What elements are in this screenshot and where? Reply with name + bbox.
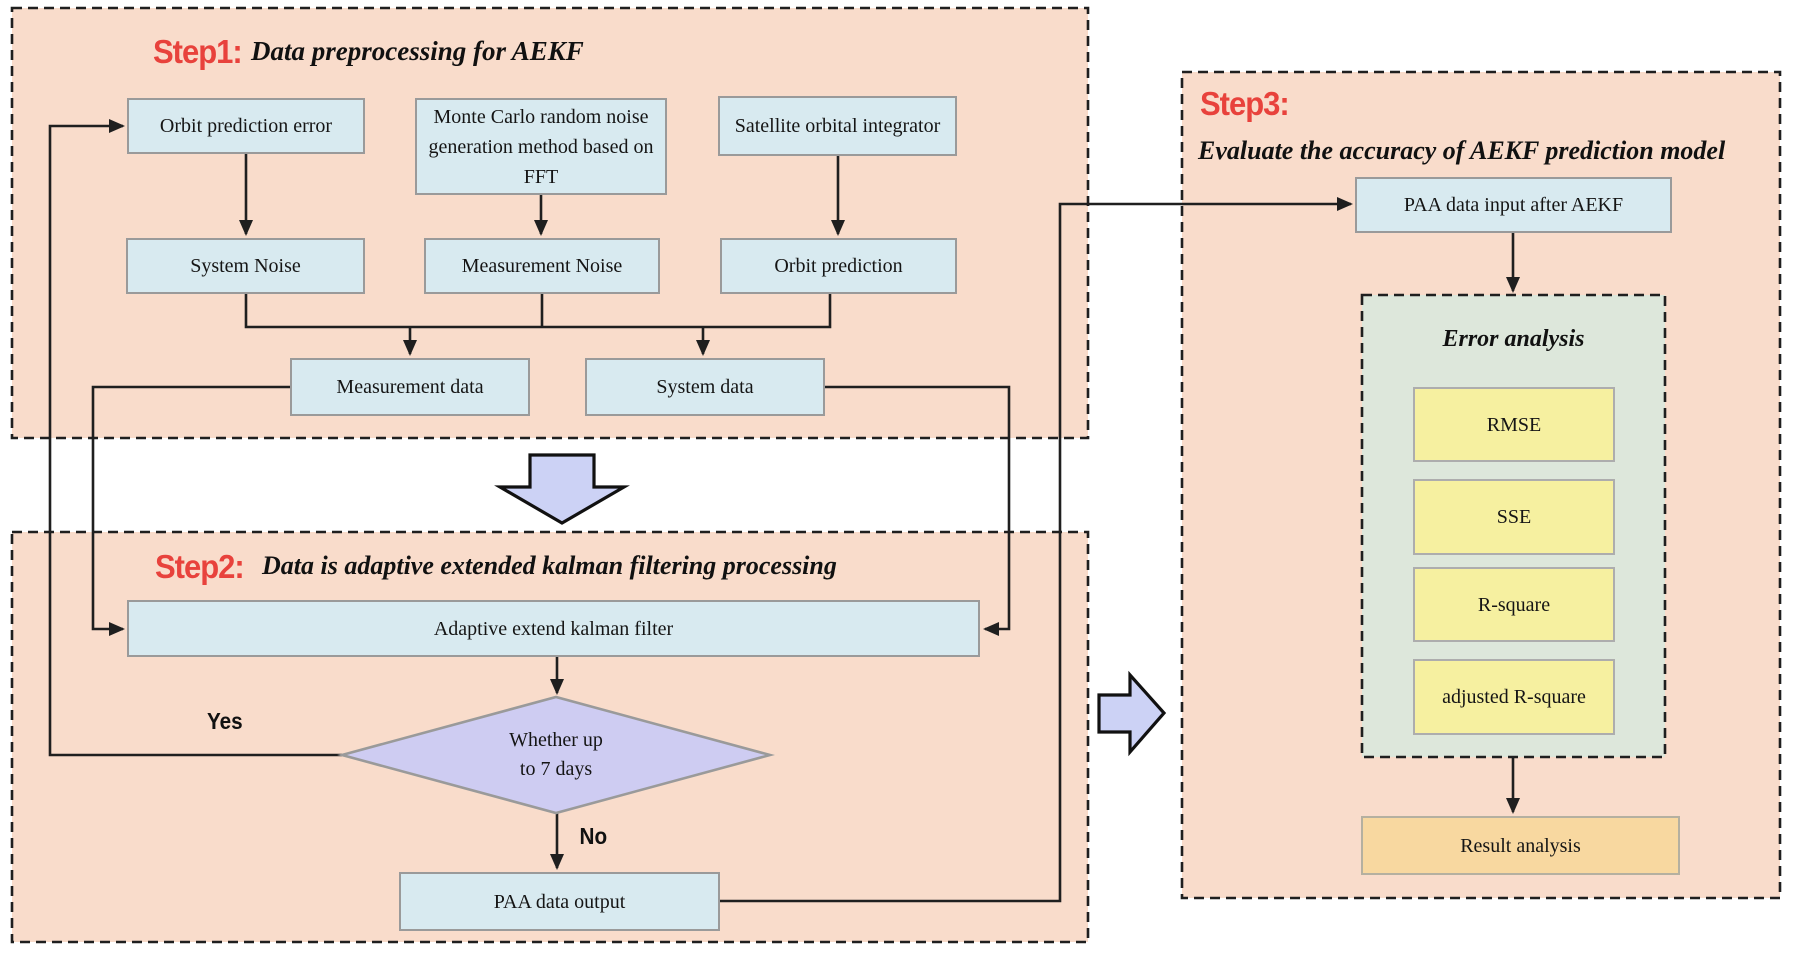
decision-diamond xyxy=(337,695,775,815)
decision-line2: to 7 days xyxy=(519,758,593,780)
edge-measurement-data-to-aekf xyxy=(91,385,290,636)
metric-rmse: RMSE xyxy=(1413,387,1615,462)
metric-sse: SSE xyxy=(1413,479,1615,555)
big-right-arrow xyxy=(1097,670,1167,757)
step2-label: Step2: xyxy=(155,548,245,586)
no-branch-label: No xyxy=(579,823,608,849)
big-down-arrow xyxy=(494,453,630,525)
step3-label: Step3: xyxy=(1200,85,1290,123)
step1-border xyxy=(10,6,1090,440)
step2-title: Data is adaptive extended kalman filteri… xyxy=(262,551,837,580)
edge-decision-yes-feedback xyxy=(48,119,342,757)
node-system-data: System data xyxy=(585,358,825,416)
node-adaptive-extend-kalman-filter: Adaptive extend kalman filter xyxy=(127,600,980,657)
node-orbit-prediction-error: Orbit prediction error xyxy=(127,98,365,154)
decision-label: Whether up to 7 days xyxy=(436,726,676,784)
node-satellite-orbital-integrator: Satellite orbital integrator xyxy=(718,96,957,156)
error-analysis-title: Error analysis xyxy=(1442,326,1585,352)
metric-adjusted-r-square: adjusted R-square xyxy=(1413,659,1615,735)
node-paa-data-output: PAA data output xyxy=(399,872,720,931)
node-monte-carlo: Monte Carlo random noise generation meth… xyxy=(415,98,667,195)
yes-branch-label: Yes xyxy=(206,708,243,734)
edge-system-data-to-aekf xyxy=(825,385,1011,636)
node-measurement-noise: Measurement Noise xyxy=(424,238,660,294)
node-paa-data-input: PAA data input after AEKF xyxy=(1355,177,1672,233)
decision-line1: Whether up xyxy=(509,729,603,751)
step1-label: Step1: xyxy=(153,33,243,71)
metric-r-square: R-square xyxy=(1413,567,1615,642)
node-measurement-data: Measurement data xyxy=(290,358,530,416)
node-system-noise: System Noise xyxy=(126,238,365,294)
step2-border xyxy=(10,530,1090,944)
step1-title: Data preprocessing for AEKF xyxy=(251,36,584,66)
step1-panel xyxy=(12,8,1088,438)
edge-merge-bus xyxy=(244,294,832,329)
edge-paa-output-to-paa-input xyxy=(720,197,1353,903)
step3-border xyxy=(1180,70,1782,900)
node-orbit-prediction: Orbit prediction xyxy=(720,238,957,294)
node-result-analysis: Result analysis xyxy=(1361,816,1680,875)
step3-title: Evaluate the accuracy of AEKF prediction… xyxy=(1198,136,1726,165)
